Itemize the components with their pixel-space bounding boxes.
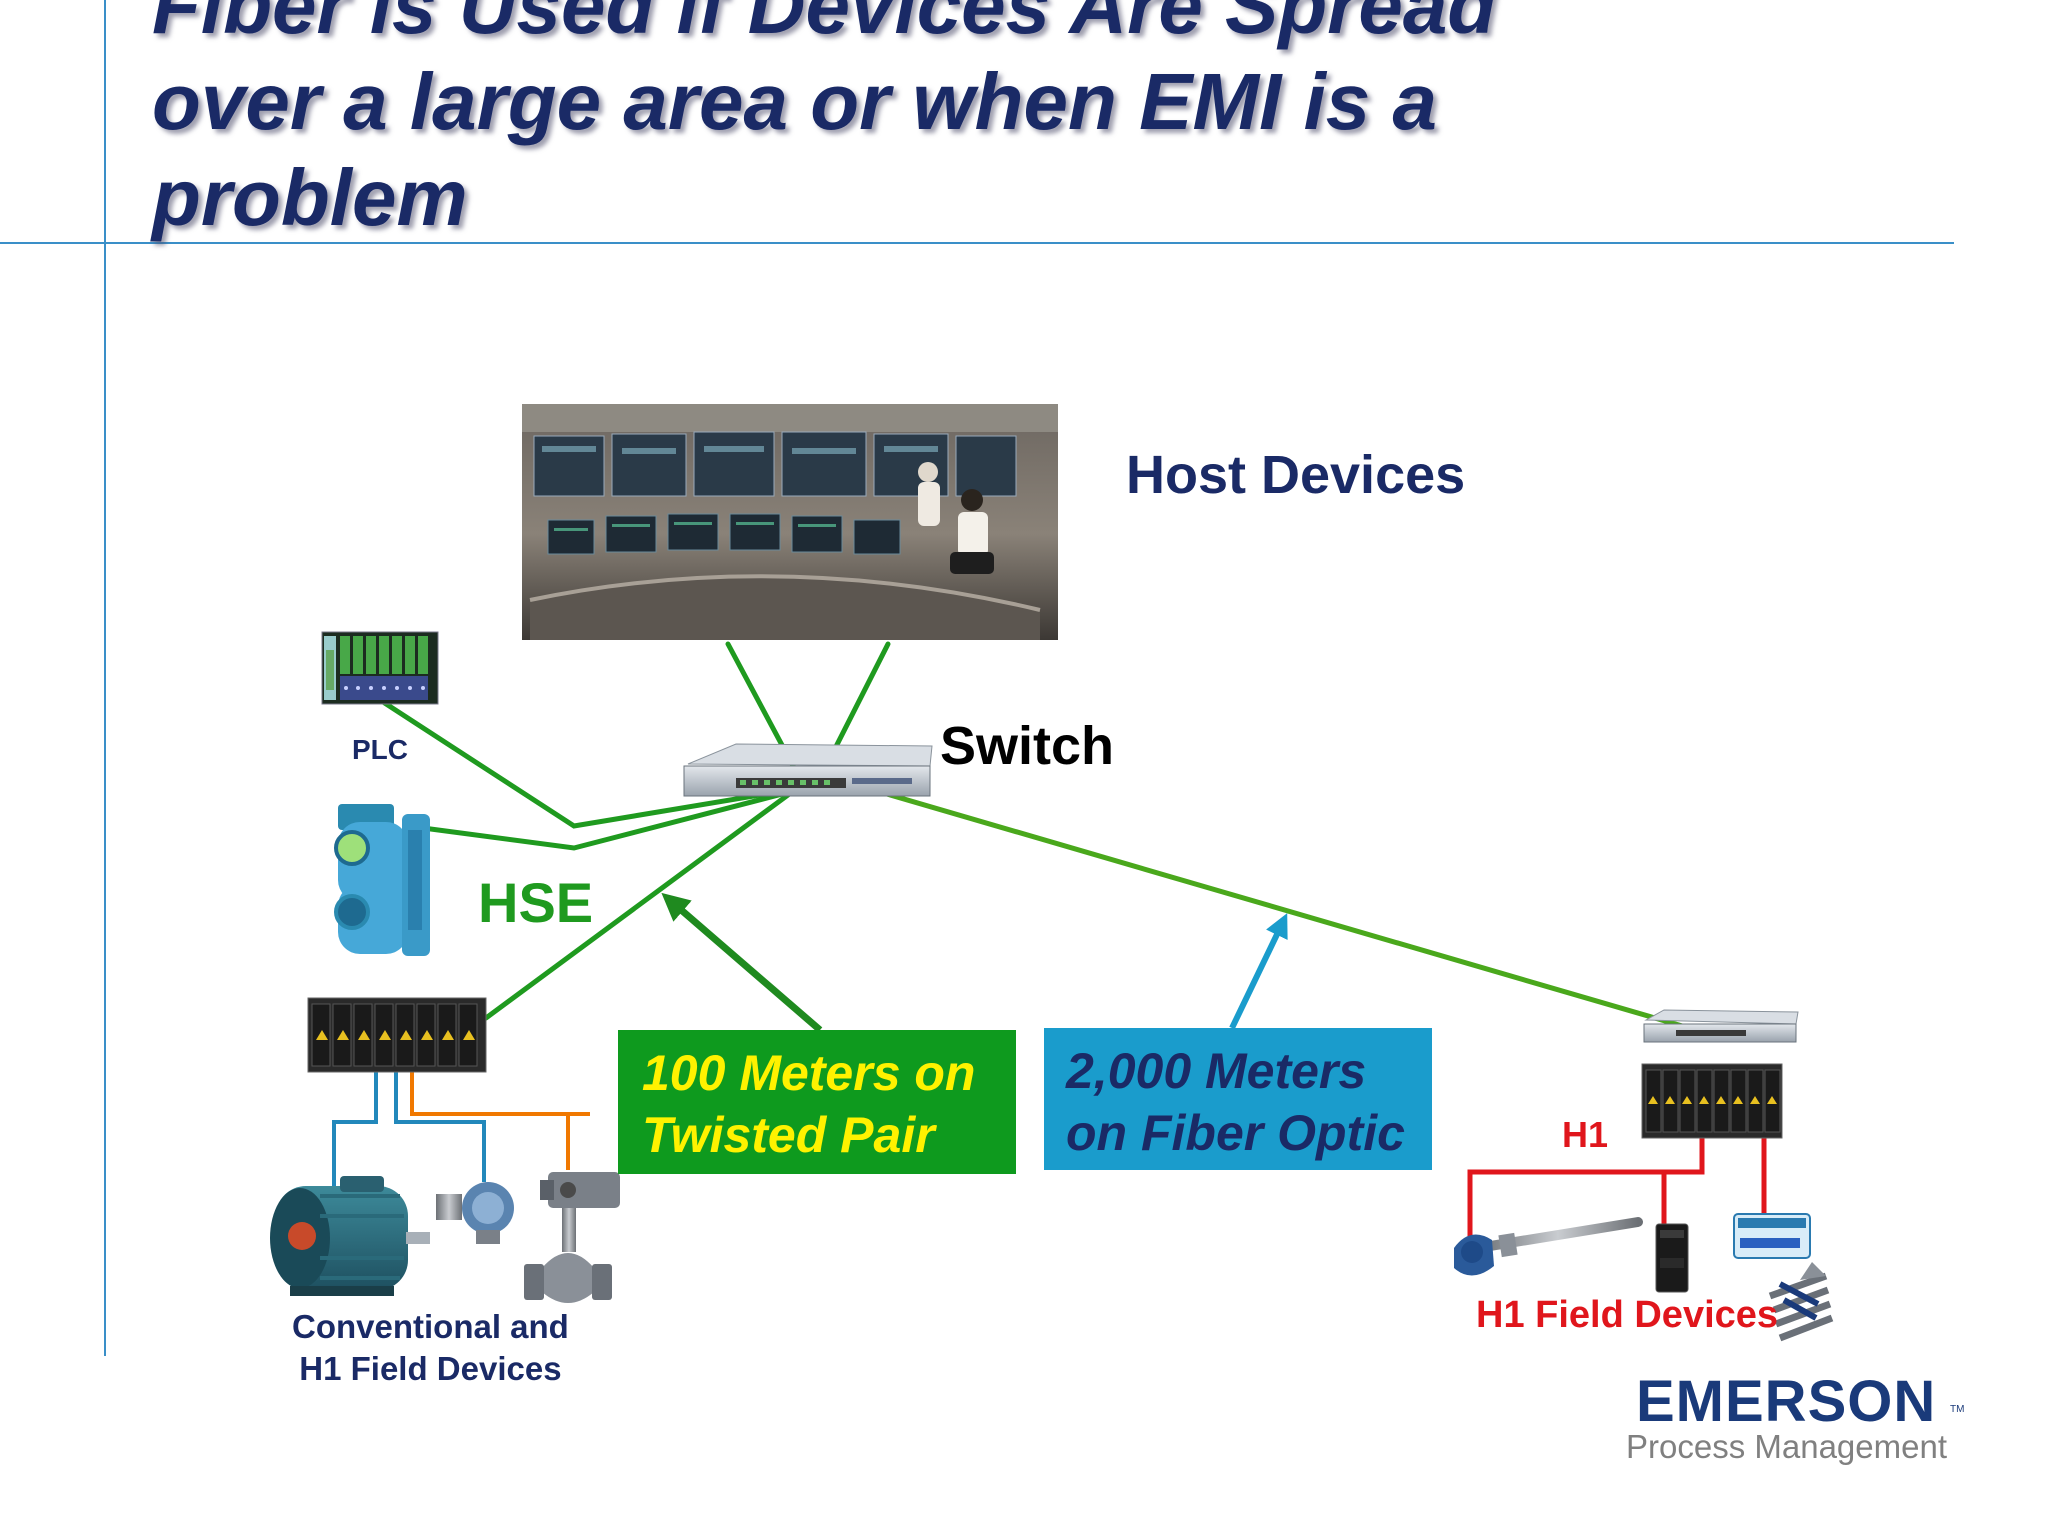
fiber-line (879, 789, 1697, 1033)
twisted-pair-line-2: Twisted Pair (642, 1107, 935, 1163)
host-devices-label: Host Devices (1126, 445, 1466, 505)
title-line-1: Fiber is Used if Devices Are Spread (152, 0, 1497, 50)
twisted-pair-callout: 100 Meters on Twisted Pair (618, 1030, 1016, 1174)
ethernet-switch-icon (683, 743, 933, 797)
temperature-probe-icon (1454, 1217, 1643, 1276)
h1-wiring (1467, 1124, 1767, 1238)
hse-lines (377, 641, 891, 1021)
plc-rack-icon (321, 631, 439, 705)
io-module-icon (1733, 1213, 1811, 1259)
title-line-2: over a large area or when EMI is a (152, 57, 1437, 146)
control-valve-icon (524, 1172, 620, 1303)
valve-wire (410, 1072, 570, 1170)
h1-module-icon (1655, 1223, 1689, 1293)
fiber-optic-arrow (1229, 913, 1288, 1030)
motor-wire (332, 1072, 378, 1200)
conventional-wiring (332, 1072, 590, 1200)
fiber-optic-line-2: on Fiber Optic (1066, 1105, 1405, 1161)
slide-title: Fiber is Used if Devices Are Spread over… (152, 0, 1952, 246)
io-rack-icon (307, 997, 487, 1073)
twisted-pair-arrow (661, 892, 823, 1033)
electric-motor-icon (270, 1176, 430, 1296)
h1-label: H1 (1562, 1114, 1609, 1155)
hse-label: HSE (478, 871, 594, 934)
switch-label: Switch (940, 716, 1115, 776)
plc-to-switch-line (377, 697, 793, 829)
transmitter-wire (394, 1072, 486, 1182)
emerson-logo-text: EMERSON (1636, 1369, 1937, 1434)
h1-trunk (1467, 1124, 1705, 1238)
trademark-mark: TM (1950, 1404, 1965, 1415)
emerson-logo-subtitle: Process Management (1626, 1428, 1947, 1465)
io-rack-to-switch-line (483, 789, 795, 1021)
conventional-label-line-1: Conventional and (292, 1308, 569, 1345)
linking-device-to-switch-line (405, 789, 793, 851)
conventional-devices-label: Conventional and H1 Field Devices (292, 1306, 569, 1390)
ethernet-switch-icon-right (1643, 1009, 1799, 1043)
h1-field-devices-label: H1 Field Devices (1476, 1294, 1779, 1336)
twisted-pair-line-1: 100 Meters on (642, 1045, 976, 1101)
fiber-optic-callout: 2,000 Meters on Fiber Optic (1044, 1028, 1432, 1170)
plc-label: PLC (352, 734, 408, 765)
linking-device-icon (334, 804, 430, 956)
pressure-transmitter-icon (436, 1182, 514, 1244)
io-rack-icon-right (1641, 1063, 1783, 1139)
conventional-label-line-2: H1 Field Devices (299, 1350, 562, 1387)
emerson-logo-icon (1768, 1262, 1834, 1342)
title-line-3: problem (152, 153, 468, 242)
control-room-photo-icon (522, 404, 1058, 640)
fiber-optic-line-1: 2,000 Meters (1066, 1043, 1367, 1099)
